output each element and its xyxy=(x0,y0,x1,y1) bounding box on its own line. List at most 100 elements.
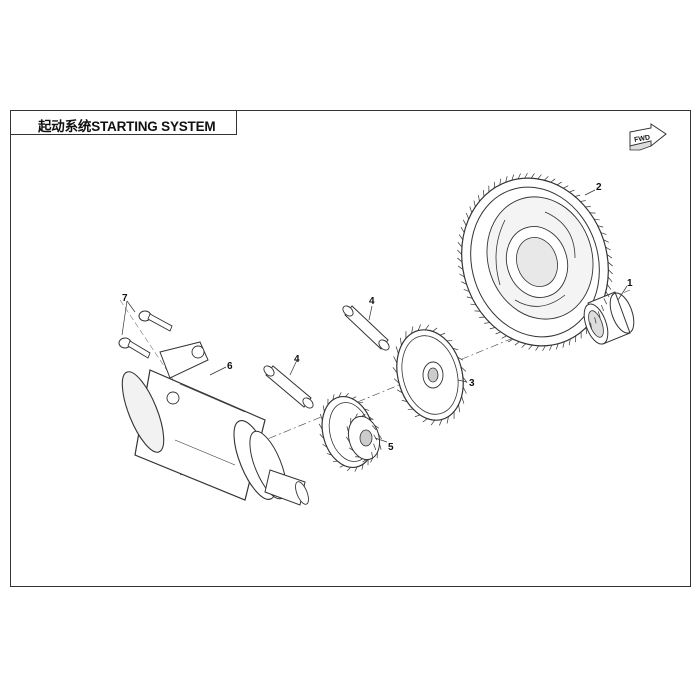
large-gear-teeth-tooth xyxy=(600,304,605,312)
large-gear-teeth-tooth xyxy=(555,343,559,350)
idler-gear-teeth-tooth xyxy=(393,356,398,364)
large-gear-teeth-tooth xyxy=(600,232,607,235)
large-gear-teeth-tooth xyxy=(550,178,556,183)
page-title: 起动系统STARTING SYSTEM xyxy=(38,119,216,134)
bolt-upper xyxy=(138,310,173,332)
double-gear-teeth-tooth xyxy=(318,423,323,430)
large-gear-teeth-tooth xyxy=(593,218,600,221)
callout-2: 2 xyxy=(596,182,602,193)
double-gear-teeth-tooth xyxy=(322,405,325,413)
large-gear-teeth-tooth xyxy=(470,303,477,306)
double-gear-small-teeth-tooth xyxy=(354,413,358,419)
large-gear-teeth-tooth xyxy=(508,338,514,343)
bolt-lower xyxy=(118,337,151,359)
large-gear-teeth-tooth xyxy=(537,174,542,180)
large-gear-teeth-tooth xyxy=(569,189,575,193)
large-gear-teeth-tooth xyxy=(524,172,528,179)
idler-gear-teeth-tooth xyxy=(452,347,459,351)
double-gear-teeth-tooth xyxy=(332,394,335,401)
double-gear-teeth-tooth xyxy=(345,392,349,397)
callout-6: 6 xyxy=(227,361,233,372)
large-gear-teeth-tooth xyxy=(556,181,562,186)
large-gear-teeth xyxy=(457,172,613,352)
double-gear-teeth-tooth xyxy=(354,466,358,472)
double-gear-teeth-tooth xyxy=(371,425,377,431)
large-gear-teeth-tooth xyxy=(528,344,533,350)
idler-gear-teeth-tooth xyxy=(457,356,464,361)
idler-gear-teeth-tooth xyxy=(458,404,461,413)
double-gear-small-teeth-tooth xyxy=(349,447,354,452)
large-gear-teeth-tooth xyxy=(607,261,613,267)
callout-4-upper: 4 xyxy=(369,296,375,307)
large-gear-teeth-tooth xyxy=(605,246,611,251)
large-gear-teeth-tooth xyxy=(549,344,553,351)
large-gear-teeth-tooth xyxy=(535,345,540,351)
idler-gear-teeth xyxy=(392,324,468,426)
idler-gear-teeth-tooth xyxy=(462,376,468,383)
fwd-label: FWD xyxy=(634,134,651,144)
large-gear-teeth-tooth xyxy=(597,311,601,318)
large-gear-teeth-tooth xyxy=(463,289,470,292)
large-gear-teeth-tooth xyxy=(568,339,571,346)
double-gear-teeth-tooth xyxy=(351,396,357,399)
large-gear-teeth-tooth xyxy=(521,343,526,348)
callout-1: 1 xyxy=(627,278,633,289)
large-gear-teeth-tooth xyxy=(458,234,464,240)
double-gear-small-teeth-tooth xyxy=(378,433,382,440)
double-gear-small-teeth-tooth xyxy=(346,426,349,433)
large-gear-teeth-tooth xyxy=(585,327,587,334)
idler-gear-teeth-tooth xyxy=(422,418,428,423)
diagram-frame xyxy=(10,110,691,587)
large-gear-teeth-tooth xyxy=(574,194,581,197)
large-gear-teeth-tooth xyxy=(501,335,507,339)
callout-3: 3 xyxy=(469,378,475,389)
large-gear-teeth-tooth xyxy=(469,206,473,213)
double-gear-teeth-tooth xyxy=(347,467,351,472)
large-starter-gear xyxy=(461,177,609,347)
large-gear-teeth-tooth xyxy=(597,225,604,228)
callout-5: 5 xyxy=(388,442,394,453)
large-gear-teeth-tooth xyxy=(465,212,470,220)
callout-4-lower: 4 xyxy=(294,354,300,365)
idler-gear-teeth-tooth xyxy=(396,389,403,394)
large-gear-teeth-tooth xyxy=(580,200,586,202)
gear-shaft-lower xyxy=(263,365,314,409)
double-gear-teeth-tooth xyxy=(322,443,328,448)
starter-motor xyxy=(121,341,309,506)
large-gear-teeth-tooth xyxy=(530,173,535,179)
double-gear-teeth-tooth xyxy=(319,413,323,421)
idler-gear-teeth-tooth xyxy=(446,416,449,424)
double-gear-teeth-tooth xyxy=(338,392,342,398)
double-gear-small-teeth-tooth xyxy=(361,413,366,417)
large-gear-teeth-tooth xyxy=(606,284,612,290)
double-gear-teeth-tooth xyxy=(361,463,364,470)
idler-gear-teeth-tooth xyxy=(461,396,465,404)
idler-gear-teeth-tooth xyxy=(439,419,443,426)
large-gear-teeth-tooth xyxy=(466,296,473,299)
idler-gear-teeth-tooth xyxy=(414,414,421,418)
large-gear-teeth-tooth xyxy=(457,249,462,255)
idler-gear-teeth-tooth xyxy=(395,346,399,354)
double-gear-teeth-tooth xyxy=(319,433,325,439)
double-gear-small-teeth-tooth xyxy=(346,436,350,443)
large-gear-teeth-tooth xyxy=(459,273,465,278)
double-gear-small-teeth xyxy=(346,413,382,463)
large-gear-teeth-tooth xyxy=(473,200,476,207)
large-gear-teeth-tooth xyxy=(457,265,464,270)
needle-bearing xyxy=(583,291,635,345)
large-gear-teeth-tooth xyxy=(544,176,549,181)
idler-gear-teeth-tooth xyxy=(424,324,430,331)
large-gear-teeth-tooth xyxy=(607,276,613,283)
large-gear-teeth-tooth xyxy=(460,226,465,233)
large-gear-teeth-tooth xyxy=(461,281,467,285)
large-gear-teeth-tooth xyxy=(603,298,608,305)
idler-gear-teeth-tooth xyxy=(439,332,446,336)
large-gear-teeth-tooth xyxy=(489,327,496,330)
large-gear-teeth-tooth xyxy=(590,322,592,330)
callout-7: 7 xyxy=(122,293,128,304)
large-gear-teeth-tooth xyxy=(505,176,508,183)
idler-gear-teeth-tooth xyxy=(417,324,421,331)
double-gear-small-teeth-tooth xyxy=(379,443,382,450)
large-gear-teeth-tooth xyxy=(499,178,502,185)
